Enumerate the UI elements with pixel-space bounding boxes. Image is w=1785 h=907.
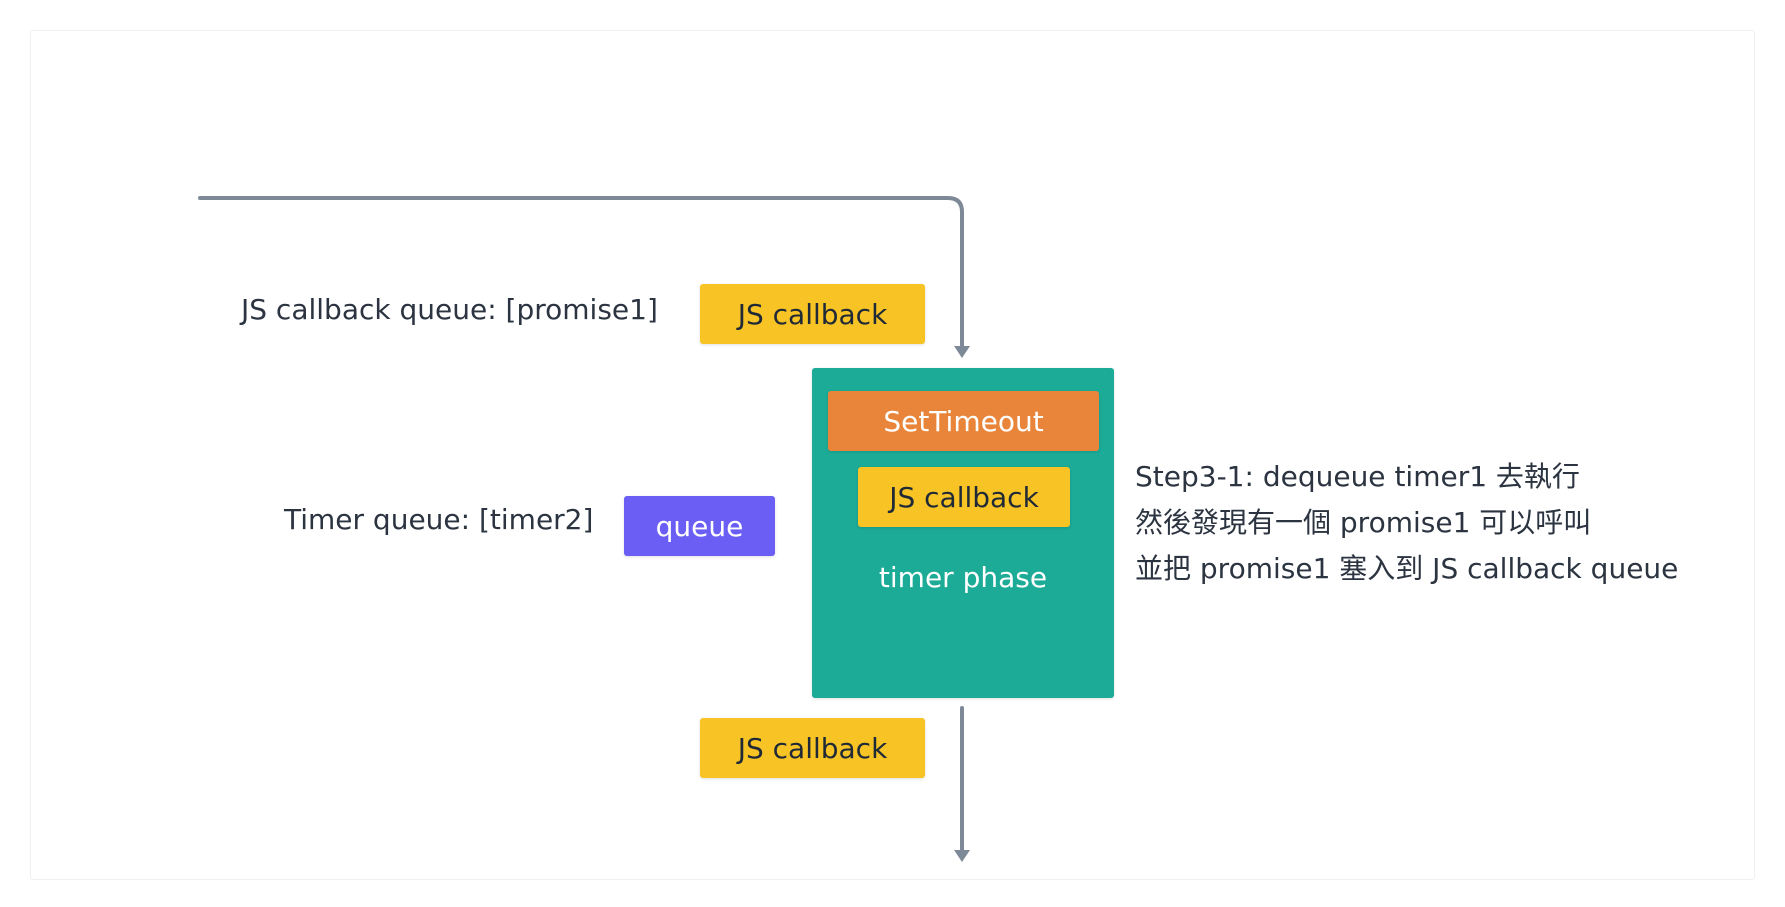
js-callback-box-inner: JS callback [858,467,1070,527]
queue-box: queue [624,496,775,556]
step-line-1: Step3-1: dequeue timer1 去執行 [1135,460,1580,493]
top-flow-line [198,196,964,350]
js-callback-box-top: JS callback [700,284,925,344]
diagram-frame [30,30,1755,880]
settimeout-box: SetTimeout [828,391,1099,451]
timer-queue-label: Timer queue: [timer2] [284,503,594,536]
timer-phase-label: timer phase [878,561,1048,594]
js-callback-box-bottom: JS callback [700,718,925,778]
bottom-arrow-head [954,850,970,862]
step-line-2: 然後發現有一個 promise1 可以呼叫 [1135,506,1592,539]
step-description: Step3-1: dequeue timer1 去執行 然後發現有一個 prom… [1135,454,1678,592]
js-callback-queue-label: JS callback queue: [promise1] [241,293,658,326]
top-arrow-head [954,346,970,358]
step-line-3: 並把 promise1 塞入到 JS callback queue [1135,552,1679,585]
